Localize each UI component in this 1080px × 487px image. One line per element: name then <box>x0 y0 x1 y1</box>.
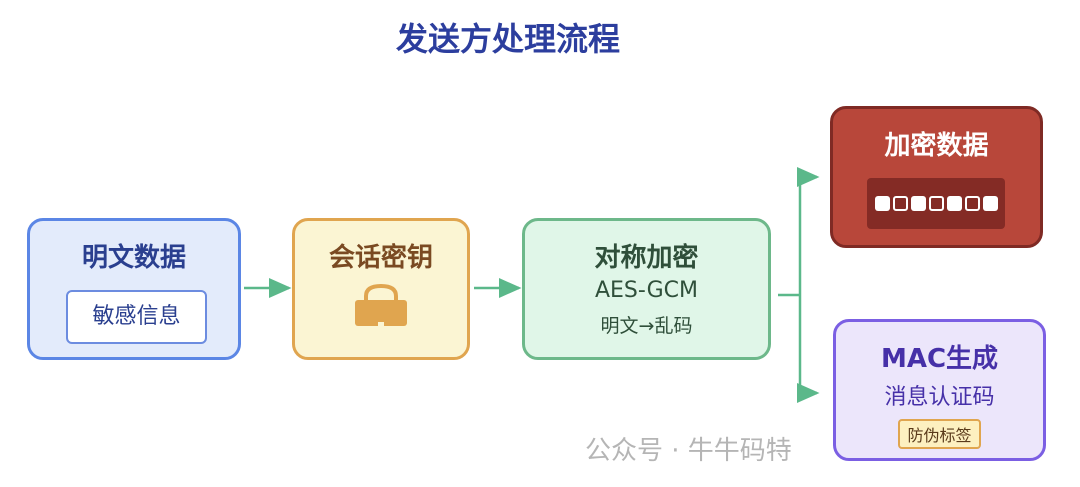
node-title: 加密数据 <box>884 131 989 161</box>
node-title: 会话密钥 <box>328 243 433 273</box>
node-plaintext: 明文数据 敏感信息 <box>27 218 241 360</box>
filled-block <box>874 196 890 211</box>
anti-forgery-tag: 防伪标签 <box>898 419 981 449</box>
node-encrypted-data: 加密数据 <box>830 106 1043 248</box>
watermark: 公众号 · 牛牛码特 <box>585 436 792 466</box>
algorithm-label: AES-GCM <box>594 278 699 303</box>
note-label: 明文→乱码 <box>600 315 693 337</box>
empty-block <box>964 196 980 211</box>
node-mac: MAC生成 消息认证码 防伪标签 <box>833 319 1046 461</box>
empty-block <box>892 196 908 211</box>
node-title: 对称加密 <box>594 243 699 273</box>
page-title: 发送方处理流程 <box>395 20 620 58</box>
ciphertext-blocks <box>867 178 1005 229</box>
filled-block <box>910 196 926 211</box>
filled-block <box>946 196 962 211</box>
empty-block <box>928 196 944 211</box>
node-session-key: 会话密钥 <box>292 218 470 360</box>
node-title: 明文数据 <box>81 243 186 273</box>
node-symmetric-encryption: 对称加密 AES-GCM 明文→乱码 <box>522 218 771 360</box>
arrow-branch <box>778 177 802 393</box>
lock-icon <box>355 283 407 328</box>
sensitive-info-box: 敏感信息 <box>66 290 207 344</box>
mac-subtitle: 消息认证码 <box>884 385 995 410</box>
node-title: MAC生成 <box>880 344 999 374</box>
filled-block <box>982 196 998 211</box>
